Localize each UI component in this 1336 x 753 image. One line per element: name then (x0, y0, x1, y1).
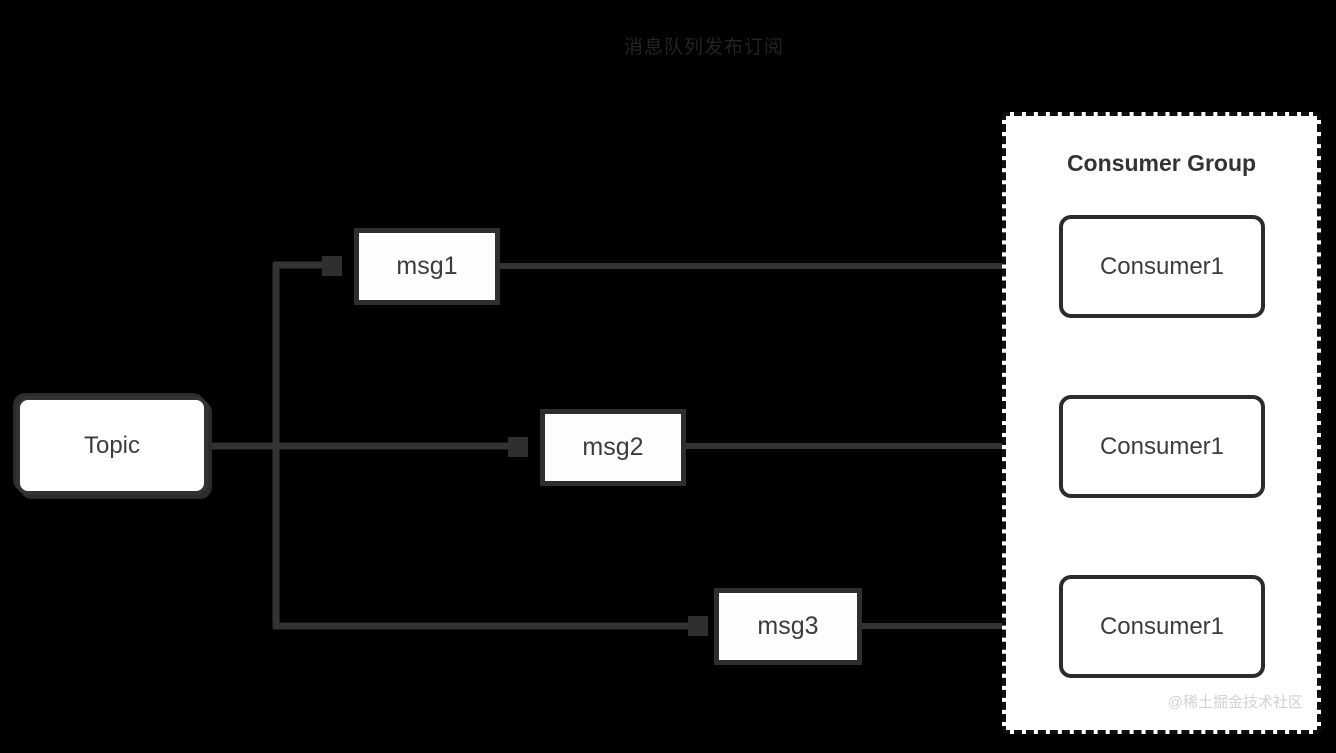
node-consumer-2[interactable]: Consumer1 (1059, 395, 1265, 498)
node-msg3[interactable]: msg3 (714, 588, 862, 665)
consumer-group-title: Consumer Group (1066, 150, 1257, 176)
node-msg2[interactable]: msg2 (540, 409, 686, 486)
watermark-label: @稀土掘金技术社区 (1167, 694, 1303, 711)
junction-marker-msg1 (322, 256, 342, 276)
node-msg1[interactable]: msg1 (354, 228, 500, 305)
junction-marker-msg3 (688, 616, 708, 636)
node-consumer-1[interactable]: Consumer1 (1059, 215, 1265, 318)
junction-marker-msg2 (508, 437, 528, 457)
node-consumer-3[interactable]: Consumer1 (1059, 575, 1265, 678)
diagram-title: 消息队列发布订阅 (623, 37, 784, 58)
node-topic[interactable]: Topic (16, 396, 208, 495)
